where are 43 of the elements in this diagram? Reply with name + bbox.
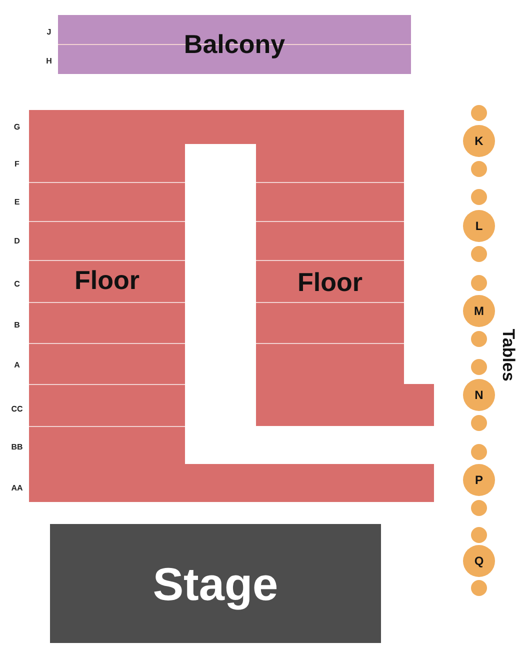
section-name: Stage <box>152 556 278 610</box>
seat-circle <box>471 246 487 262</box>
row-label: B <box>13 320 21 330</box>
section-name: Floor <box>74 264 140 296</box>
table-circle <box>463 464 495 496</box>
table-circle <box>463 210 495 242</box>
row-label: H <box>45 56 53 66</box>
seat-circle <box>471 415 487 431</box>
seat-circle <box>471 161 487 177</box>
area-label: Tables <box>498 328 518 382</box>
row-label: D <box>13 236 21 246</box>
section-name: M <box>474 304 484 318</box>
row-label: F <box>14 160 20 168</box>
row-label: AA <box>10 484 24 492</box>
table-circle <box>463 125 495 157</box>
seat-circle <box>471 527 487 543</box>
seat-circle <box>471 189 487 205</box>
section-name: L <box>475 219 483 233</box>
table-circle <box>463 379 495 411</box>
section-name: Balcony <box>184 29 286 60</box>
row-label: A <box>13 360 21 370</box>
seat-circle <box>471 331 487 347</box>
row-label: CC <box>10 404 24 414</box>
section-name: N <box>474 388 484 402</box>
table-circle <box>463 295 495 327</box>
stage <box>50 524 381 643</box>
table-circle <box>463 545 495 577</box>
row-label: E <box>13 198 21 206</box>
seat-circle <box>471 275 487 291</box>
seat-circle <box>471 580 487 596</box>
seat-circle <box>471 359 487 375</box>
seat-circle <box>471 105 487 121</box>
balcony-section <box>58 15 411 74</box>
section-name: Q <box>474 554 484 568</box>
section-name: P <box>474 473 483 487</box>
seat-circle <box>471 444 487 460</box>
section-name: Floor <box>298 266 362 298</box>
seat-circle <box>471 500 487 516</box>
row-label: C <box>13 280 21 288</box>
section-name: K <box>474 134 484 148</box>
row-label: G <box>12 122 22 132</box>
row-label: J <box>46 28 52 36</box>
row-label: BB <box>10 442 24 452</box>
